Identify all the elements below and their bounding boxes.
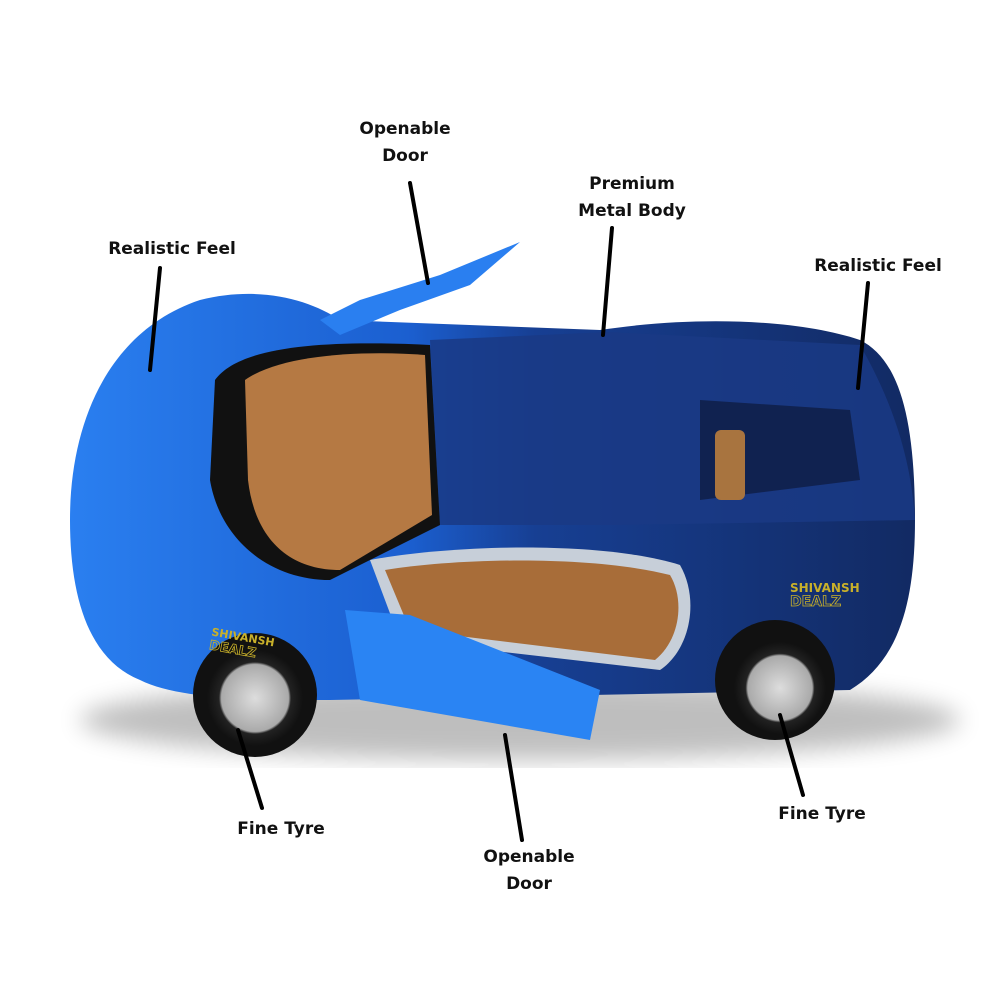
open-door-bottom [345,610,600,740]
callout-text: Fine Tyre [778,804,866,824]
callout-fine-tyre-left: Fine Tyre [237,816,325,843]
wheel-rear [715,620,835,740]
line-door-bottom [503,733,524,842]
car-body [70,293,915,700]
watermark-text: DEALZ [790,594,841,610]
wheel-front [193,633,317,757]
callout-openable-door-bottom: Openable Door [483,844,574,898]
callout-text: Premium [589,174,675,194]
line-body [601,226,614,337]
watermark-rear: SHIVANSH DEALZ [790,581,860,610]
line-feel-left [148,266,162,372]
line-tyre-left [236,728,264,810]
line-door-top [408,181,430,285]
callout-text: Realistic Feel [108,239,236,259]
open-door-top [320,242,520,335]
callout-fine-tyre-right: Fine Tyre [778,801,866,828]
callout-text: Door [506,874,552,894]
callout-text: Realistic Feel [814,256,942,276]
watermark-text: SHIVANSH [790,581,860,595]
callout-text: Door [382,146,428,166]
callout-premium-metal-body: Premium Metal Body [578,171,686,225]
callout-realistic-feel-right: Realistic Feel [814,253,942,280]
callout-openable-door-top: Openable Door [359,116,450,170]
callout-lines [148,181,870,842]
line-feel-right [856,281,870,390]
line-tyre-right [778,713,805,797]
callout-text: Metal Body [578,201,686,221]
callout-text: Openable [359,119,451,139]
callout-text: Fine Tyre [237,819,325,839]
callout-realistic-feel-left: Realistic Feel [108,236,236,263]
callout-text: Openable [483,847,575,867]
